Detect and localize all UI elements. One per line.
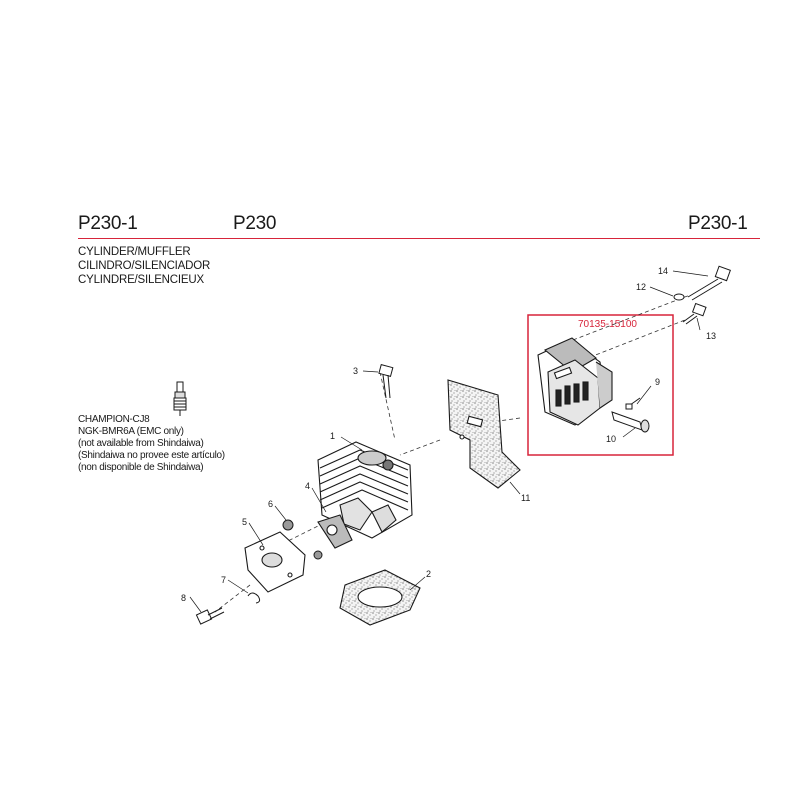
callout-5: 5: [242, 517, 247, 527]
spark-arrestor-10-icon: [611, 397, 650, 433]
muffler-icon: [537, 337, 613, 426]
washer-12-icon: [673, 293, 685, 301]
section-title-fr: CYLINDRE/SILENCIEUX: [78, 274, 204, 286]
callout-13: 13: [706, 331, 716, 341]
callout-3: 3: [353, 366, 358, 376]
page-code-right: P230-1: [688, 213, 748, 234]
header-rule: [78, 238, 760, 239]
muffler-highlight-box: [527, 314, 674, 456]
spark-plug-note-en: (not available from Shindaiwa): [78, 438, 204, 449]
callout-6: 6: [268, 499, 273, 509]
callout-2: 2: [426, 569, 431, 579]
callout-12: 12: [636, 282, 646, 292]
gasket-4-icon: [317, 514, 353, 549]
ring-7-icon: [247, 592, 261, 604]
model-name: P230: [233, 213, 277, 234]
nut-6-icon: [282, 519, 294, 531]
spark-plug-notes: CHAMPION-CJ8 NGK-BMR6A (EMC only) (not a…: [78, 414, 225, 474]
leader-lines: [189, 270, 709, 613]
callout-1: 1: [330, 431, 335, 441]
bolt-8-icon: [195, 607, 225, 625]
screw-13-icon: [682, 302, 707, 325]
callout-4: 4: [305, 481, 310, 491]
spark-plug-note-es: (Shindaiwa no provee este artículo): [78, 450, 225, 461]
bolt-14-icon: [687, 265, 731, 301]
callout-10: 10: [606, 434, 616, 444]
spark-plug-note-ngk: NGK-BMR6A (EMC only): [78, 426, 184, 437]
callout-9: 9: [655, 377, 660, 387]
heat-shield-11-icon: [447, 379, 521, 489]
callout-7: 7: [221, 575, 226, 585]
base-gasket-2-icon: [339, 569, 421, 626]
spark-plug-note-champion: CHAMPION-CJ8: [78, 414, 150, 425]
section-title-es: CILINDRO/SILENCIADOR: [78, 260, 211, 272]
section-titles: CYLINDER/MUFFLER CILINDRO/SILENCIADOR CY…: [78, 245, 210, 287]
cylinder-1-icon: [317, 441, 413, 539]
callout-8: 8: [181, 593, 186, 603]
nut-lower-icon: [313, 550, 323, 560]
muffler-part-number: 70135-15100: [578, 319, 637, 330]
spark-plug-icon: [173, 381, 187, 416]
bolt-3-icon: [378, 363, 394, 399]
section-title-en: CYLINDER/MUFFLER: [78, 246, 191, 258]
insulator-5-icon: [244, 531, 306, 593]
callout-14: 14: [658, 266, 668, 276]
spark-plug-note-fr: (non disponible de Shindaiwa): [78, 462, 204, 473]
callout-11: 11: [521, 493, 530, 503]
page-code-left: P230-1: [78, 213, 138, 234]
